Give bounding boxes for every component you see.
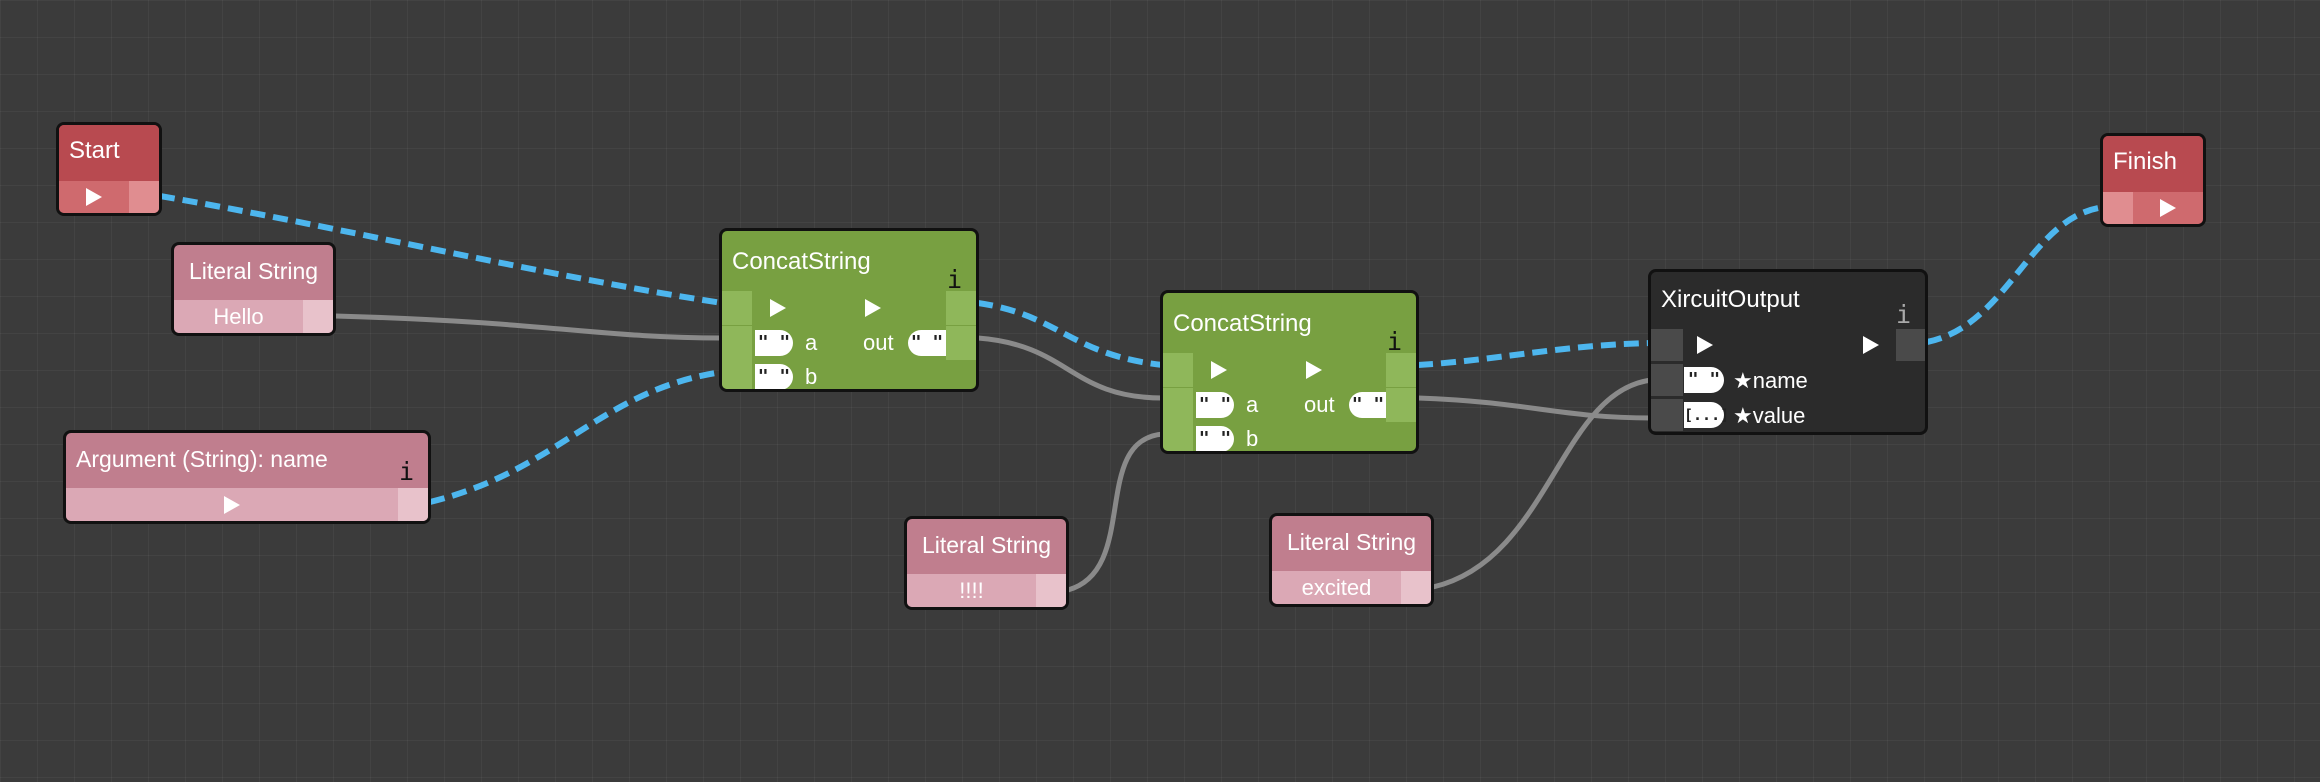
argument-node-title: Argument (String): name i	[66, 433, 428, 486]
xircuit-output-title-text: XircuitOutput	[1661, 286, 1800, 313]
start-node-title: Start	[59, 125, 159, 177]
concat-2-port-b-in[interactable]	[1163, 422, 1193, 451]
concat-1-port-b-label: b	[805, 364, 818, 389]
data-link-bang-to-concat2-b[interactable]	[1067, 431, 1164, 593]
concat-string-1-title: ConcatString i	[722, 231, 976, 294]
xircuit-output-value-label: ★value	[1733, 403, 1806, 428]
argument-node-port-bar	[66, 488, 428, 521]
flow-link-start-to-concat1[interactable]	[159, 193, 723, 306]
literal-string-excited-value[interactable]: excited	[1301, 574, 1372, 600]
play-icon	[1697, 336, 1713, 354]
xircuit-output-node[interactable]: XircuitOutput i " " ★name [...] ★value	[1648, 269, 1928, 435]
concat-string-node-1[interactable]: ConcatString i " " a out " " " " b	[719, 228, 979, 392]
string-type-icon: " "	[1684, 367, 1724, 393]
literal-string-hello-value[interactable]: Hello	[213, 303, 264, 329]
play-icon	[1306, 361, 1322, 379]
start-node[interactable]: Start	[56, 122, 162, 216]
finish-node-title: Finish	[2103, 136, 2203, 188]
literal-string-bang-value[interactable]: !!!!	[959, 577, 984, 603]
concat-2-flow-out-port[interactable]	[1386, 353, 1416, 387]
argument-string-name-node[interactable]: Argument (String): name i	[63, 430, 431, 524]
concat-1-port-b-in[interactable]	[722, 360, 752, 389]
data-link-concat2-out-to-output-value[interactable]	[1417, 395, 1653, 421]
play-icon	[865, 299, 881, 317]
xircuit-output-name-in-port[interactable]	[1651, 364, 1683, 396]
start-flow-port-bar	[59, 181, 159, 213]
literal-string-bang-out-port[interactable]	[1036, 574, 1066, 607]
concat-string-1-title-text: ConcatString	[732, 248, 871, 275]
literal-string-excited-out-port[interactable]	[1401, 571, 1431, 604]
literal-string-hello-value-bar: Hello	[174, 300, 333, 333]
data-link-excited-to-output-name[interactable]	[1432, 377, 1653, 590]
concat-2-port-b-label: b	[1246, 426, 1259, 451]
string-type-icon: " "	[1196, 426, 1234, 451]
concat-2-port-a-in[interactable]	[1163, 388, 1193, 422]
string-type-icon: " "	[755, 364, 793, 389]
data-link-hello-to-concat1-a[interactable]	[334, 313, 723, 341]
play-icon	[224, 495, 240, 514]
flow-link-concat1-to-concat2[interactable]	[977, 300, 1164, 368]
concat-1-flow-out-port[interactable]	[946, 291, 976, 325]
concat-string-2-title: ConcatString i	[1163, 293, 1416, 356]
concat-1-port-out-label: out	[863, 330, 894, 355]
start-flow-out-port[interactable]	[129, 181, 159, 213]
literal-string-hello-node[interactable]: Literal String Hello	[171, 242, 336, 336]
concat-2-port-out-label: out	[1304, 392, 1335, 417]
argument-node-title-text: Argument (String): name	[76, 446, 328, 472]
finish-flow-port-bar	[2103, 192, 2203, 224]
play-icon	[1863, 336, 1879, 354]
finish-flow-in-port[interactable]	[2103, 192, 2133, 224]
concat-1-port-out[interactable]	[946, 326, 976, 360]
flow-link-argument-to-concat1[interactable]	[429, 369, 723, 505]
finish-node[interactable]: Finish	[2100, 133, 2206, 227]
concat-2-port-out[interactable]	[1386, 388, 1416, 422]
concat-string-2-title-text: ConcatString	[1173, 310, 1312, 337]
string-type-icon: " "	[1349, 392, 1387, 418]
flow-link-output-to-finish[interactable]	[1926, 204, 2106, 345]
play-icon	[770, 299, 786, 317]
xircuit-output-flow-out-port[interactable]	[1896, 329, 1925, 361]
literal-string-bang-node[interactable]: Literal String !!!!	[904, 516, 1069, 610]
info-icon[interactable]: i	[398, 457, 414, 486]
literal-string-excited-value-bar: excited	[1272, 571, 1431, 604]
argument-node-out-port[interactable]	[398, 488, 428, 521]
literal-string-hello-title: Literal String	[188, 258, 319, 284]
play-icon	[2160, 199, 2176, 217]
literal-string-bang-title: Literal String	[921, 532, 1052, 558]
concat-1-port-a-label: a	[805, 330, 818, 355]
literal-string-bang-value-bar: !!!!	[907, 574, 1066, 607]
flow-link-concat2-to-output[interactable]	[1417, 340, 1653, 368]
concat-1-flow-in-port[interactable]	[722, 291, 752, 325]
concat-1-port-a-in[interactable]	[722, 326, 752, 360]
info-icon[interactable]: i	[946, 265, 962, 294]
concat-2-port-a-label: a	[1246, 392, 1259, 417]
string-type-icon: " "	[1196, 392, 1234, 418]
xircuit-output-flow-in-port[interactable]	[1651, 329, 1683, 361]
xircuit-output-name-label: ★name	[1733, 368, 1808, 393]
xircuit-output-value-in-port[interactable]	[1651, 399, 1683, 431]
literal-string-excited-title: Literal String	[1286, 529, 1417, 555]
concat-2-flow-in-port[interactable]	[1163, 353, 1193, 387]
info-icon[interactable]: i	[1386, 327, 1402, 356]
any-type-icon: [...]	[1684, 402, 1729, 428]
string-type-icon: " "	[908, 330, 946, 356]
literal-string-excited-node[interactable]: Literal String excited	[1269, 513, 1434, 607]
info-icon[interactable]: i	[1895, 300, 1911, 329]
string-type-icon: " "	[755, 330, 793, 356]
play-icon	[1211, 361, 1227, 379]
literal-string-hello-out-port[interactable]	[303, 300, 333, 333]
data-link-concat1-out-to-concat2-a[interactable]	[977, 335, 1164, 401]
xircuit-output-title: XircuitOutput i	[1651, 272, 1925, 329]
play-icon	[86, 188, 102, 206]
concat-string-node-2[interactable]: ConcatString i " " a out " " " " b	[1160, 290, 1419, 454]
